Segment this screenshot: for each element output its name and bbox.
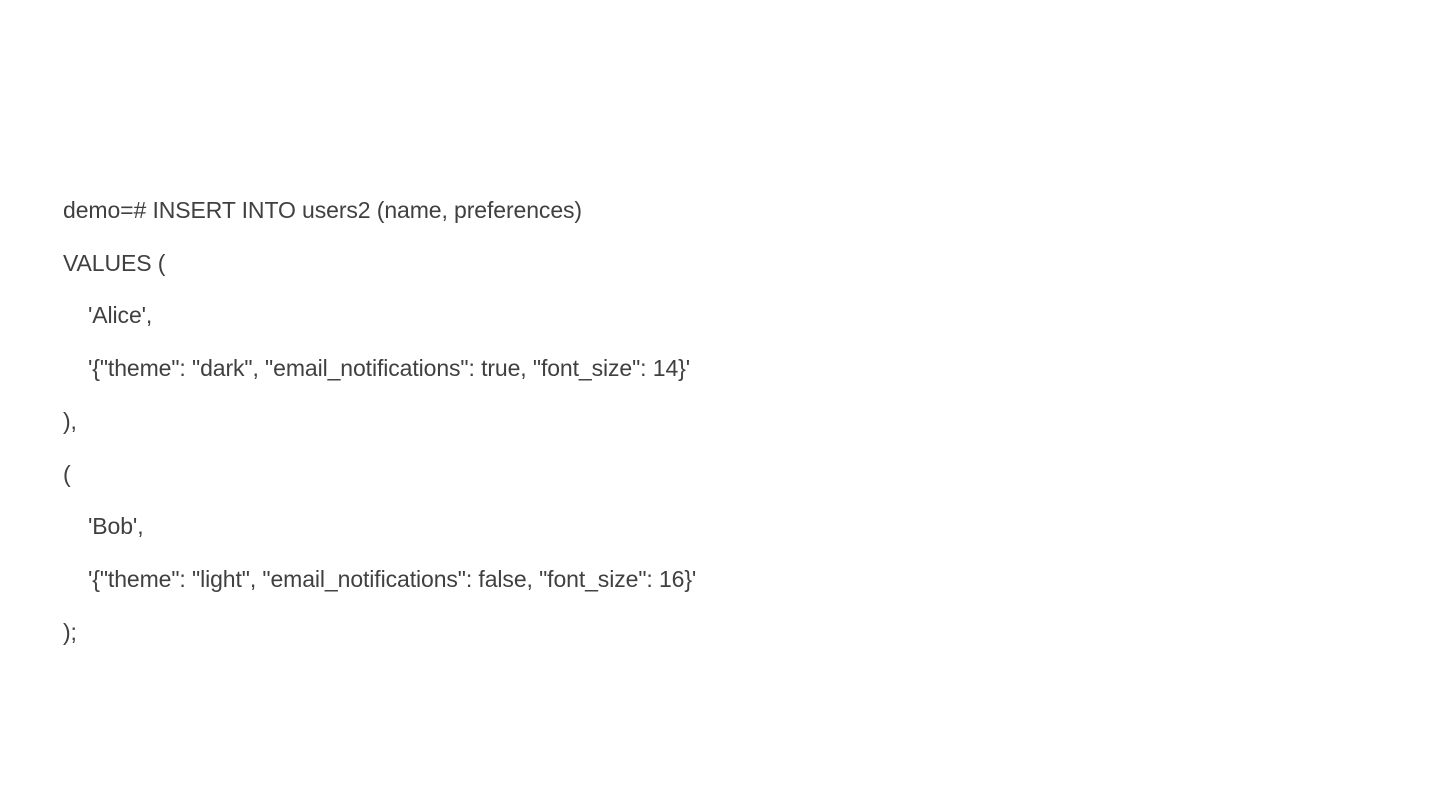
- terminal-output: demo=# INSERT INTO users2 (name, prefere…: [63, 0, 1363, 810]
- sql-line-name-bob: 'Bob',: [88, 513, 144, 539]
- sql-line-preferences-bob: '{"theme": "light", "email_notifications…: [88, 566, 697, 592]
- sql-line-close-row-1: ),: [63, 408, 77, 434]
- sql-line-name-alice: 'Alice',: [88, 302, 153, 328]
- sql-line-open-row-2: (: [63, 461, 71, 487]
- sql-line-preferences-alice: '{"theme": "dark", "email_notifications"…: [88, 355, 691, 381]
- sql-line-terminator: );: [63, 619, 77, 645]
- sql-line-insert: demo=# INSERT INTO users2 (name, prefere…: [63, 197, 582, 223]
- sql-line-values: VALUES (: [63, 250, 166, 276]
